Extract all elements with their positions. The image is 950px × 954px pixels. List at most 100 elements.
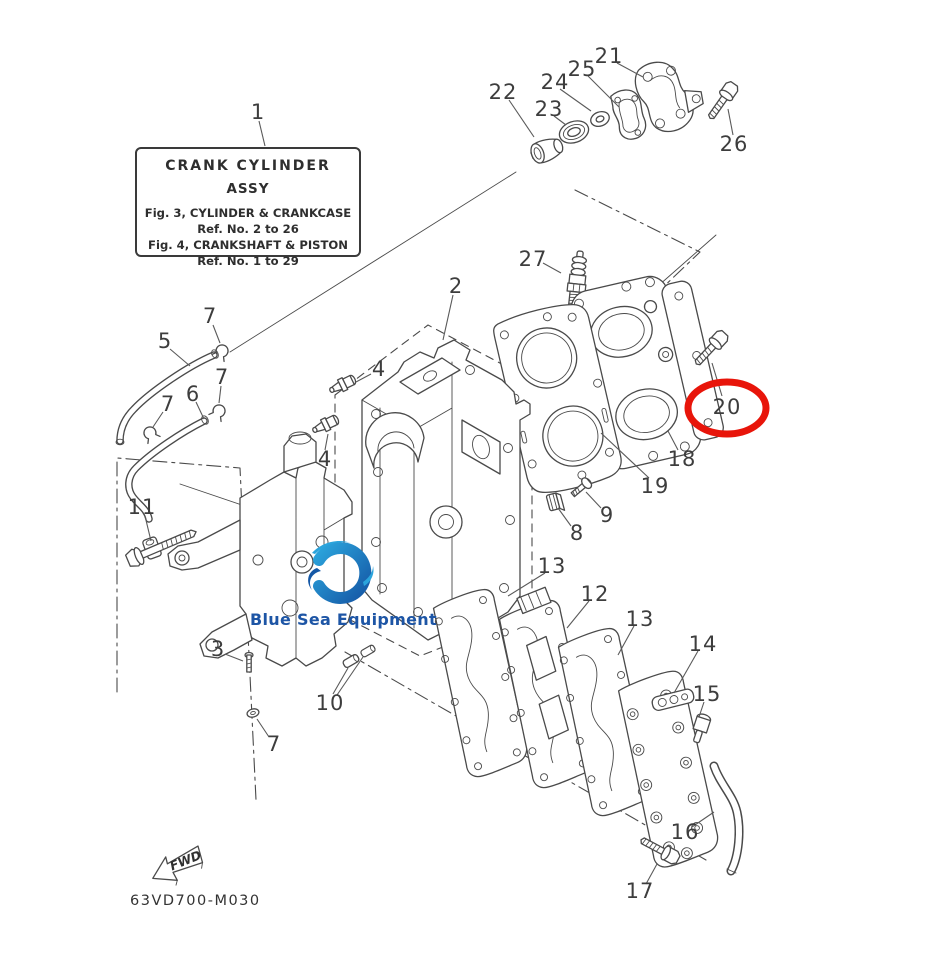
- watermark-text: Blue Sea Equipment: [250, 610, 437, 629]
- leader-line-6: [195, 401, 205, 420]
- callout-6: 6: [186, 382, 200, 406]
- title-fig3: Fig. 3, CYLINDER & CRANKCASE: [144, 206, 352, 220]
- title-fig4-ref: Ref. No. 1 to 29: [197, 254, 299, 268]
- pin-10b-drawing: [359, 643, 377, 659]
- callout-18: 18: [668, 447, 697, 471]
- callout-4: 4: [372, 357, 386, 381]
- fwd-arrow: FWD: [152, 845, 203, 886]
- fitting-4b-drawing: [309, 412, 342, 438]
- leader-line-10: [336, 656, 364, 696]
- leader-line-14: [673, 650, 699, 694]
- leader-line-18: [667, 430, 679, 451]
- pin-10a-drawing: [341, 652, 361, 670]
- callout-7: 7: [161, 392, 175, 416]
- leader-line-21: [616, 62, 644, 78]
- leader-line-23: [553, 115, 567, 126]
- crankcase-bracket-drawing: [167, 431, 353, 667]
- callout-13: 13: [626, 607, 655, 631]
- callout-12: 12: [581, 582, 610, 606]
- head-gasket-19-drawing: [493, 303, 622, 493]
- anode-14-drawing: [651, 688, 695, 712]
- callout-19: 19: [641, 474, 670, 498]
- leader-line-2: [442, 294, 454, 341]
- title-box: CRANK CYLINDER ASSY Fig. 3, CYLINDER & C…: [135, 147, 361, 268]
- callout-16: 16: [671, 820, 700, 844]
- leader-line-17: [645, 863, 658, 885]
- leader-line-7: [212, 324, 221, 344]
- leader-line-19: [600, 432, 650, 479]
- leader-line-27: [542, 262, 562, 274]
- leader-line-13: [617, 625, 635, 656]
- bolt-11-drawing: [124, 529, 197, 567]
- leader-line-1: [258, 120, 266, 147]
- clamp-7c-drawing: [140, 423, 161, 445]
- callout-22: 22: [489, 80, 518, 104]
- stud-3-drawing: [244, 651, 254, 673]
- callout-7: 7: [267, 732, 281, 756]
- callout-14: 14: [689, 632, 718, 656]
- leader-line-8: [557, 507, 572, 527]
- drawing-code: 63VD700-M030: [130, 893, 261, 909]
- callout-9: 9: [600, 503, 614, 527]
- leader-line-7: [218, 385, 222, 404]
- callout-26: 26: [720, 132, 749, 156]
- leader-line-11: [144, 515, 152, 542]
- watermark: Blue Sea Equipment: [250, 536, 437, 629]
- exhaust-plate-12-drawing: [491, 586, 602, 791]
- leader-line-26: [727, 108, 734, 136]
- clip-8-drawing: [545, 492, 566, 512]
- callout-8: 8: [570, 521, 584, 545]
- callout-7: 7: [203, 304, 217, 328]
- callout-7: 7: [215, 365, 229, 389]
- leader-line-3: [224, 653, 244, 662]
- callout-4: 4: [318, 447, 332, 471]
- leader-line-16: [691, 811, 715, 828]
- leader-line-15: [698, 701, 705, 718]
- thermostat-bracket-21-drawing: [634, 61, 704, 133]
- title-line-1: CRANK CYLINDER: [165, 158, 331, 174]
- callout-layer: 1234456777789101112131314151617181920212…: [128, 44, 770, 903]
- callout-3: 3: [211, 637, 225, 661]
- gasket-25-drawing: [610, 89, 647, 140]
- leader-line-5: [169, 348, 191, 367]
- title-fig4: Fig. 4, CRANKSHAFT & PISTON: [148, 238, 348, 252]
- callout-15: 15: [693, 682, 722, 706]
- callout-17: 17: [626, 879, 655, 903]
- blue-sea-logo-icon: [308, 541, 374, 604]
- callout-1: 1: [251, 100, 265, 124]
- cylinder-block-drawing: [361, 339, 531, 643]
- hose-5-drawing: [115, 349, 219, 446]
- leader-line-12: [566, 600, 590, 629]
- seal-24-drawing: [590, 111, 610, 127]
- hose-6-drawing: [125, 415, 209, 560]
- callout-25: 25: [568, 57, 597, 81]
- callout-24: 24: [541, 70, 570, 94]
- callout-5: 5: [158, 329, 172, 353]
- title-line-2: ASSY: [226, 181, 270, 197]
- callout-10: 10: [316, 691, 345, 715]
- leader-line-24: [559, 88, 592, 112]
- thermostat-22-drawing: [530, 138, 564, 164]
- callout-23: 23: [535, 97, 564, 121]
- callout-21: 21: [595, 44, 624, 68]
- fitting-4a-drawing: [326, 372, 359, 398]
- screw-9-drawing: [570, 477, 593, 498]
- hose-16-drawing: [709, 761, 744, 876]
- callout-20: 20: [713, 395, 742, 419]
- callout-2: 2: [449, 274, 463, 298]
- clamp-7b-drawing: [208, 401, 229, 423]
- leader-line-25: [587, 75, 620, 108]
- leader-line-10: [332, 667, 349, 695]
- leader-line-7: [256, 718, 270, 738]
- fitting-15-drawing: [692, 713, 712, 744]
- leader-line-7: [152, 411, 164, 428]
- leader-line-13: [507, 572, 546, 597]
- callout-27: 27: [519, 247, 548, 271]
- highlight-oval: [684, 378, 770, 438]
- oring-23-drawing: [558, 120, 590, 144]
- title-fig3-ref: Ref. No. 2 to 26: [197, 222, 299, 236]
- leader-line-4: [324, 433, 329, 451]
- washer-7d-drawing: [246, 708, 260, 718]
